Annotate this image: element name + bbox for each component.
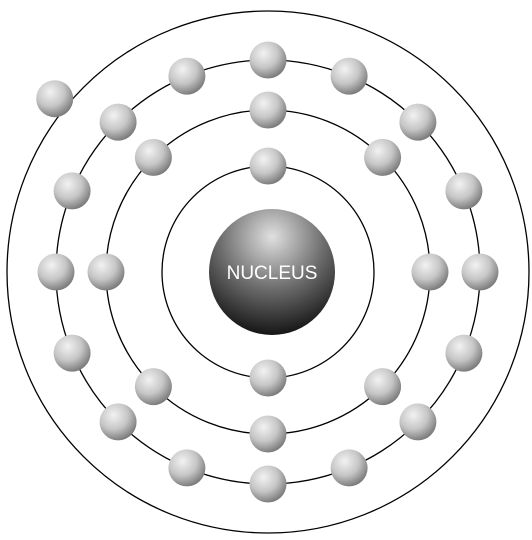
shell-3-electron [250, 466, 287, 503]
shell-3-electron [54, 172, 91, 209]
shell-2-electron [250, 416, 287, 453]
shell-3-electron [38, 254, 75, 291]
shell-2-electron [135, 368, 172, 405]
shell-2-electron [364, 139, 401, 176]
shell-1-electron [250, 148, 287, 185]
shell-3-electron [250, 42, 287, 79]
shell-3-electron [168, 449, 205, 486]
shell-3-electron [331, 449, 368, 486]
shell-3-electron [331, 58, 368, 95]
shell-3-electron [462, 254, 499, 291]
nucleus-label: NUCLEUS [227, 263, 318, 284]
outer-electron [36, 80, 73, 117]
shell-3-electron [100, 403, 137, 440]
shell-2-electron [250, 92, 287, 129]
shell-2-electron [135, 139, 172, 176]
shell-3-electron [445, 172, 482, 209]
shell-3-electron [100, 104, 137, 141]
nucleus: NUCLEUS [209, 209, 335, 335]
shell-2-electron [88, 254, 125, 291]
shell-2-electron [364, 368, 401, 405]
shell-3-electron [399, 403, 436, 440]
shell-3-electron [54, 335, 91, 372]
shell-1-electron [250, 360, 287, 397]
shell-3-electron [445, 335, 482, 372]
shell-3-electron [399, 104, 436, 141]
shell-2-electron [412, 254, 449, 291]
shell-3-electron [168, 58, 205, 95]
